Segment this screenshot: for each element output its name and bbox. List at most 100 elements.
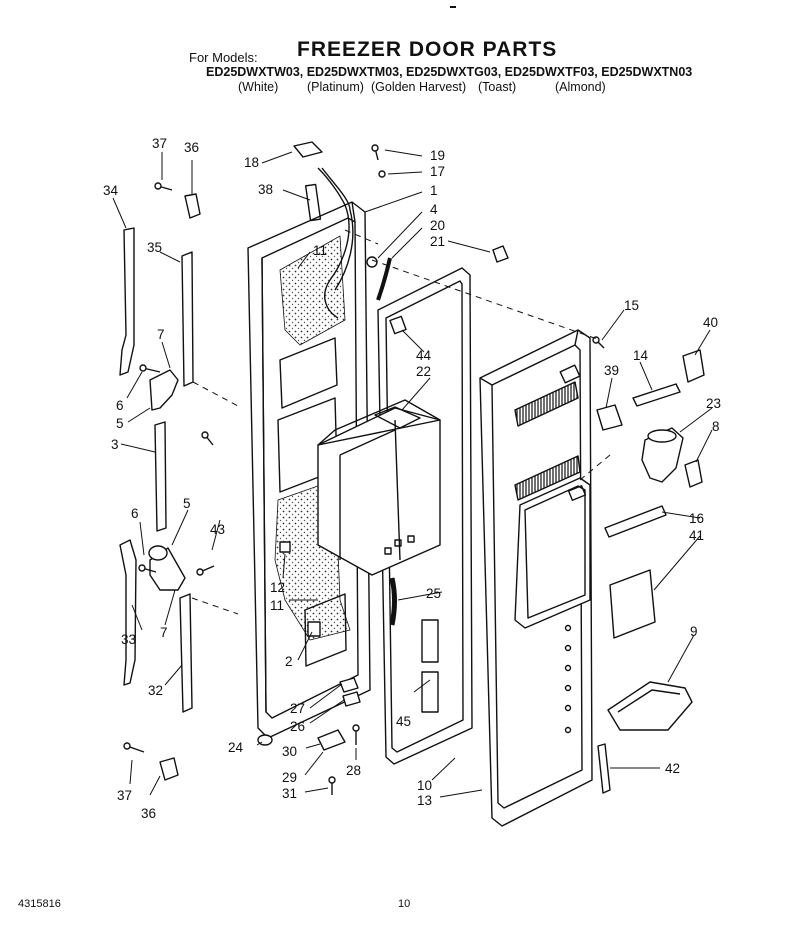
for-models-label: For Models: — [189, 50, 258, 65]
callout-3: 3 — [111, 437, 119, 452]
callout-39: 39 — [604, 363, 619, 378]
page-number: 10 — [398, 898, 411, 910]
callout-40: 40 — [703, 315, 718, 330]
screw-28 — [352, 724, 360, 745]
bracket-42 — [597, 743, 611, 794]
screw-43-upper — [201, 431, 214, 446]
callout-11-upper: 11 — [313, 243, 327, 258]
callout-6-upper: 6 — [116, 398, 124, 413]
screw-37-top — [154, 182, 173, 191]
actuator-44 — [389, 315, 407, 335]
color-golden-harvest: (Golden Harvest) — [371, 80, 467, 94]
connector-18 — [293, 141, 323, 158]
hinge-cap-36-top — [184, 193, 201, 219]
callout-8: 8 — [712, 419, 720, 434]
callout-11-lower: 11 — [270, 598, 284, 613]
screw-6-upper — [139, 364, 161, 373]
callout-25: 25 — [426, 586, 441, 601]
pad-45-upper — [421, 619, 439, 663]
color-toast: (Toast) — [478, 80, 517, 94]
wiring-harness — [317, 167, 354, 319]
callout-15: 15 — [624, 298, 639, 313]
callout-36-bottom: 36 — [141, 806, 156, 821]
trim-16 — [604, 505, 667, 538]
hinge-bushing — [148, 545, 168, 561]
scan-mark — [450, 6, 456, 8]
callout-13: 13 — [417, 793, 432, 808]
tube-20 — [376, 257, 392, 301]
callout-36-top: 36 — [184, 140, 199, 155]
dispenser-housing — [317, 399, 441, 576]
plug-4 — [366, 256, 378, 268]
chute-23 — [641, 427, 684, 483]
trim-strip-34 — [119, 227, 135, 376]
callout-26: 26 — [290, 719, 305, 734]
color-platinum: (Platinum) — [307, 80, 364, 94]
hinge-rod-3 — [154, 421, 167, 532]
drip-tray-9 — [607, 681, 693, 731]
callout-23: 23 — [706, 396, 721, 411]
callout-21: 21 — [430, 234, 445, 249]
callout-24: 24 — [228, 740, 244, 755]
color-white: (White) — [238, 80, 279, 94]
callout-43: 43 — [210, 522, 225, 537]
pad-45-lower — [421, 671, 439, 713]
callout-1: 1 — [430, 183, 438, 198]
callout-5-upper: 5 — [116, 416, 124, 431]
callout-28: 28 — [346, 763, 361, 778]
panel-opening-1 — [279, 337, 338, 409]
callout-14: 14 — [633, 348, 649, 363]
callout-45: 45 — [396, 714, 411, 729]
bracket-26 — [342, 691, 361, 707]
callout-18: 18 — [244, 155, 259, 170]
callout-30: 30 — [282, 744, 297, 759]
callout-17: 17 — [430, 164, 445, 179]
callout-31: 31 — [282, 786, 297, 801]
callout-10: 10 — [417, 778, 432, 793]
callout-2: 2 — [285, 654, 293, 669]
callout-20: 20 — [430, 218, 445, 233]
callout-37-top: 37 — [152, 136, 167, 151]
trim-strip-33 — [119, 539, 137, 686]
hinge-plate-30 — [317, 729, 346, 751]
callout-labels: 37 36 34 35 7 6 5 3 5 6 43 7 33 32 37 36… — [103, 136, 721, 821]
diagram-header: For Models: FREEZER DOOR PARTS ED25DWXTW… — [0, 0, 800, 100]
callout-16: 16 — [689, 511, 704, 526]
panel-41 — [609, 569, 656, 639]
callout-37-bottom: 37 — [117, 788, 132, 803]
callout-4: 4 — [430, 202, 438, 217]
screw-6-lower — [138, 564, 157, 573]
callout-41: 41 — [689, 528, 704, 543]
bracket-12 — [279, 541, 291, 553]
nut-21 — [492, 245, 509, 263]
screw-37-bottom — [123, 742, 145, 753]
screw-19 — [371, 144, 379, 161]
callout-34: 34 — [103, 183, 119, 198]
callout-19: 19 — [430, 148, 445, 163]
cover-40 — [682, 349, 705, 383]
foam-insulation-upper — [279, 235, 346, 346]
callout-7-lower: 7 — [160, 625, 168, 640]
callout-35: 35 — [147, 240, 162, 255]
switch-2 — [307, 621, 321, 637]
callout-29: 29 — [282, 770, 297, 785]
callout-7-upper: 7 — [157, 327, 165, 342]
callout-33: 33 — [121, 632, 136, 647]
clip-8 — [684, 459, 703, 488]
callout-44: 44 — [416, 348, 432, 363]
callout-38: 38 — [258, 182, 273, 197]
harness-tube — [304, 183, 322, 222]
alignment-lines — [191, 229, 611, 615]
callout-22: 22 — [416, 364, 431, 379]
clip-17 — [378, 170, 386, 178]
leader-lines — [112, 149, 713, 798]
rail-14 — [632, 383, 681, 407]
diagram-title: FREEZER DOOR PARTS — [297, 38, 558, 61]
model-numbers: ED25DWXTW03, ED25DWXTM03, ED25DWXTG03, E… — [206, 65, 693, 79]
callout-27: 27 — [290, 701, 305, 716]
cap-39 — [596, 404, 623, 431]
inner-door-liner — [479, 329, 593, 827]
color-almond: (Almond) — [555, 80, 606, 94]
hinge-cap-36-bottom — [159, 757, 179, 781]
